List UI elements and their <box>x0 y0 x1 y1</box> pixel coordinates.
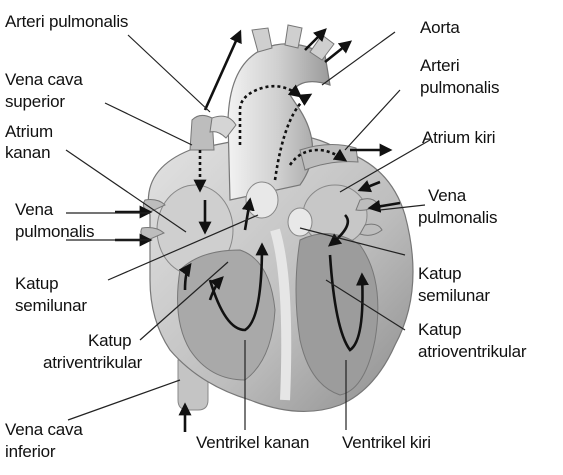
label-vena-cava-inferior-1: Vena cava <box>5 420 83 439</box>
label-vena-cava-superior-1: Vena cava <box>5 70 83 89</box>
label-katup-semilunar-right-1: Katup <box>418 264 462 283</box>
label-vena-pulmonalis-right-2: pulmonalis <box>418 208 498 227</box>
label-katup-atrioventrikular-2: atrioventrikular <box>418 342 527 361</box>
label-vena-cava-inferior-2: inferior <box>5 442 56 461</box>
label-katup-semilunar-left-1: Katup <box>15 274 59 293</box>
label-vena-pulmonalis-left-1: Vena <box>15 200 53 219</box>
label-ventrikel-kanan: Ventrikel kanan <box>196 433 310 452</box>
label-atrium-kiri: Atrium kiri <box>422 128 496 147</box>
label-arteri-pulmonalis-left: Arteri pulmonalis <box>5 12 129 31</box>
label-vena-pulmonalis-right-1: Vena <box>428 186 466 205</box>
arteri-pulmonalis-kiri-branch <box>209 115 237 139</box>
label-ventrikel-kiri: Ventrikel kiri <box>342 433 431 452</box>
vena-cava-superior <box>189 114 215 151</box>
katup-semilunar-aorta <box>287 207 313 237</box>
label-katup-atriventrikular-2: atriventrikular <box>43 353 143 372</box>
katup-semilunar-pulmonal <box>245 181 279 219</box>
ventrikel-kanan <box>177 249 276 381</box>
label-vena-cava-superior-2: superior <box>5 92 65 111</box>
label-vena-pulmonalis-left-2: pulmonalis <box>15 222 95 241</box>
label-atrium-kanan-1: Atrium <box>5 122 53 141</box>
label-arteri-pulmonalis-right-1: Arteri <box>420 56 460 75</box>
label-arteri-pulmonalis-right-2: pulmonalis <box>420 78 500 97</box>
label-katup-atriventrikular-1: Katup <box>88 331 132 350</box>
label-atrium-kanan-2: kanan <box>5 143 51 162</box>
label-katup-atrioventrikular-1: Katup <box>418 320 462 339</box>
label-katup-semilunar-left-2: semilunar <box>15 296 87 315</box>
label-aorta: Aorta <box>420 18 460 37</box>
label-katup-semilunar-right-2: semilunar <box>418 286 490 305</box>
